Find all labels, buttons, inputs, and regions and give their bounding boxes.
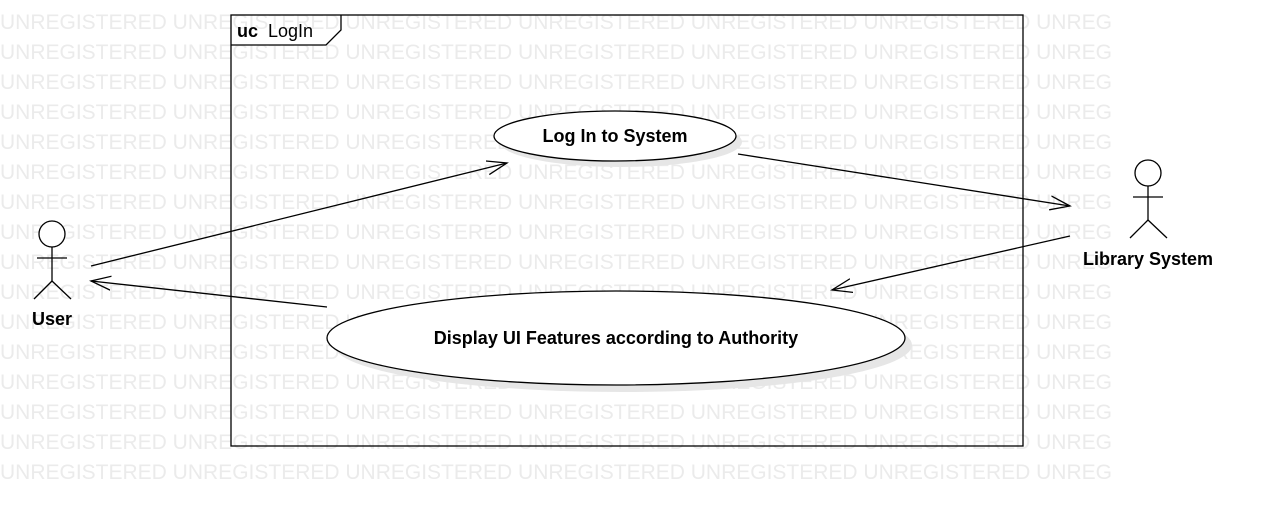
watermark-row: UNREGISTERED UNREGISTERED UNREGISTERED U…	[0, 401, 1112, 424]
actor-library-system-right-leg	[1147, 219, 1168, 239]
watermark-row: UNREGISTERED UNREGISTERED UNREGISTERED U…	[0, 161, 1112, 184]
watermark-row: UNREGISTERED UNREGISTERED UNREGISTERED U…	[0, 251, 1112, 274]
system-frame[interactable]	[230, 14, 1024, 447]
use-case-login[interactable]	[493, 110, 737, 162]
association-display-ui-to-user[interactable]	[91, 281, 328, 308]
use-case-login-label: Log In to System	[542, 126, 687, 146]
actor-library-system-head	[1134, 159, 1162, 187]
actor-user-head	[38, 220, 66, 248]
watermark-row: UNREGISTERED UNREGISTERED UNREGISTERED U…	[0, 41, 1112, 64]
actor-library-system-left-leg	[1129, 219, 1149, 239]
watermark-row: UNREGISTERED UNREGISTERED UNREGISTERED U…	[0, 431, 1112, 454]
actor-library-system-label: Library System	[1083, 249, 1213, 269]
watermark-row: UNREGISTERED UNREGISTERED UNREGISTERED U…	[0, 191, 1112, 214]
watermark-row: UNREGISTERED UNREGISTERED UNREGISTERED U…	[0, 461, 1112, 484]
actor-library-system[interactable]	[1129, 159, 1168, 239]
actor-user-label: User	[32, 309, 72, 329]
actor-user-left-leg	[33, 280, 53, 300]
actor-user[interactable]	[33, 220, 72, 300]
watermark-row: UNREGISTERED UNREGISTERED UNREGISTERED U…	[0, 71, 1112, 94]
association-login-to-library-system[interactable]	[737, 153, 1070, 206]
frame-name: LogIn	[268, 21, 313, 41]
watermark-row: UNREGISTERED UNREGISTERED UNREGISTERED U…	[0, 101, 1112, 124]
watermark-row: UNREGISTERED UNREGISTERED UNREGISTERED U…	[0, 221, 1112, 244]
use-case-display-ui[interactable]	[326, 290, 906, 386]
frame-keyword: uc	[237, 21, 258, 41]
frame-label-tab	[231, 15, 342, 46]
use-case-display-ui-label: Display UI Features according to Authori…	[434, 328, 798, 348]
association-user-to-login[interactable]	[90, 163, 507, 267]
actor-user-right-leg	[51, 280, 72, 300]
association-library-system-to-display-ui[interactable]	[832, 235, 1071, 290]
watermark-row: UNREGISTERED UNREGISTERED UNREGISTERED U…	[0, 11, 1112, 34]
